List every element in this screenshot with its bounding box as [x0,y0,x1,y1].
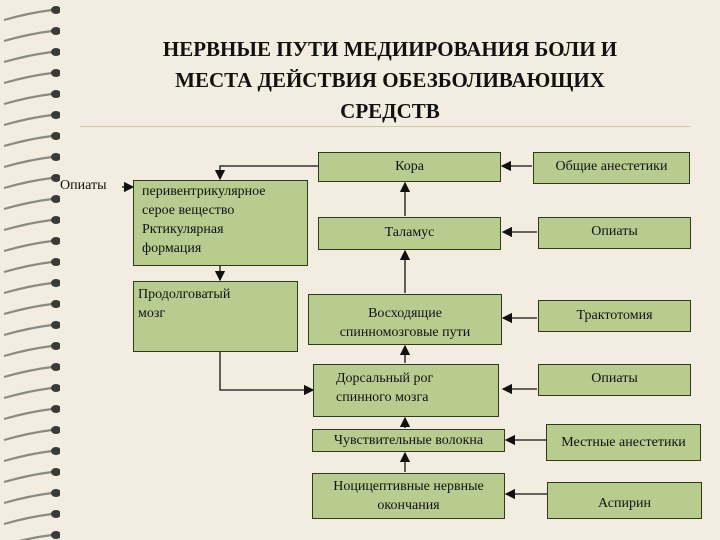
binding-ring [3,92,53,106]
binding-ring [3,386,53,400]
binding-hole [51,531,60,539]
binding-hole [51,489,60,497]
binding-hole [51,6,60,14]
binding-ring [3,302,53,316]
arrow-cortex-to-periventricular [214,165,318,181]
binding-hole [51,300,60,308]
binding-hole [51,342,60,350]
dorsal-horn-box: Дорсальный рог спинного мозга [313,364,499,417]
binding-hole [51,132,60,140]
general-anesthetics-box: Общие анестетики [533,152,690,184]
tractotomy-text: Трактотомия [576,308,653,323]
nociceptors-box: Ноцицептивные нервные окончания [312,473,505,519]
binding-ring [3,113,53,127]
binding-hole [51,153,60,161]
cortex-box: Кора [318,152,501,182]
binding-hole [51,447,60,455]
binding-ring [3,470,53,484]
opiates-thalamus-text: Опиаты [591,224,638,239]
nociceptors-text: Ноцицептивные нервные окончания [333,479,484,513]
binding-ring [3,29,53,43]
binding-ring [3,491,53,505]
binding-ring [3,239,53,253]
binding-hole [51,510,60,518]
thalamus-box: Таламус [318,217,501,250]
medulla-text: Продолговатый мозг [138,287,231,321]
binding-ring [3,449,53,463]
binding-ring [3,512,53,526]
aspirin-box: Аспирин [547,482,702,519]
periventricular-text: перивентрикулярное серое вещество Рктику… [142,184,266,256]
spiral-binding [3,6,60,540]
binding-hole [51,48,60,56]
ascending-box: Восходящие спинномозговые пути [308,294,502,345]
general-anesthetics-text: Общие анестетики [555,159,668,174]
binding-ring [3,176,53,190]
binding-hole [51,69,60,77]
binding-ring [3,281,53,295]
ascending-text: Восходящие спинномозговые пути [339,306,471,340]
page-title: НЕРВНЫЕ ПУТИ МЕДИИРОВАНИЯ БОЛИ И МЕСТА Д… [162,37,618,123]
sensory-fibers-text: Чувствительные волокна [333,433,484,448]
binding-hole [51,27,60,35]
arrow-medulla-to-dorsal [219,352,315,396]
opiates-left-label: Опиаты [60,178,107,193]
binding-hole [51,279,60,287]
binding-hole [51,174,60,182]
binding-hole [51,468,60,476]
binding-hole [51,363,60,371]
cortex-text: Кора [395,159,424,174]
medulla-box: Продолговатый мозг [133,281,298,352]
opiates-dorsal-box: Опиаты [538,364,691,396]
sensory-fibers-box: Чувствительные волокна [312,429,505,452]
binding-hole [51,405,60,413]
binding-hole [51,195,60,203]
title-divider [80,126,690,127]
periventricular-box: перивентрикулярное серое вещество Рктику… [133,180,308,266]
binding-ring [3,344,53,358]
tractotomy-box: Трактотомия [538,300,691,332]
binding-ring [18,533,53,540]
binding-ring [3,8,53,22]
binding-ring [3,155,53,169]
thalamus-text: Таламус [384,225,435,240]
aspirin-text: Аспирин [598,496,651,511]
binding-hole [51,384,60,392]
binding-ring [3,323,53,337]
binding-hole [51,90,60,98]
binding-ring [3,365,53,379]
binding-ring [3,428,53,442]
binding-ring [3,134,53,148]
opiates-thalamus-box: Опиаты [538,217,691,249]
binding-hole [51,237,60,245]
local-anesthetics-box: Местные анестетики [546,424,701,461]
binding-ring [3,218,53,232]
binding-hole [51,216,60,224]
binding-ring [3,50,53,64]
binding-ring [3,407,53,421]
dorsal-horn-text: Дорсальный рог спинного мозга [336,371,434,405]
binding-hole [51,111,60,119]
binding-hole [51,426,60,434]
binding-ring [3,197,53,211]
binding-hole [51,258,60,266]
binding-ring [3,71,53,85]
binding-hole [51,321,60,329]
local-anesthetics-text: Местные анестетики [561,435,686,450]
opiates-dorsal-text: Опиаты [591,371,638,386]
binding-ring [3,260,53,274]
